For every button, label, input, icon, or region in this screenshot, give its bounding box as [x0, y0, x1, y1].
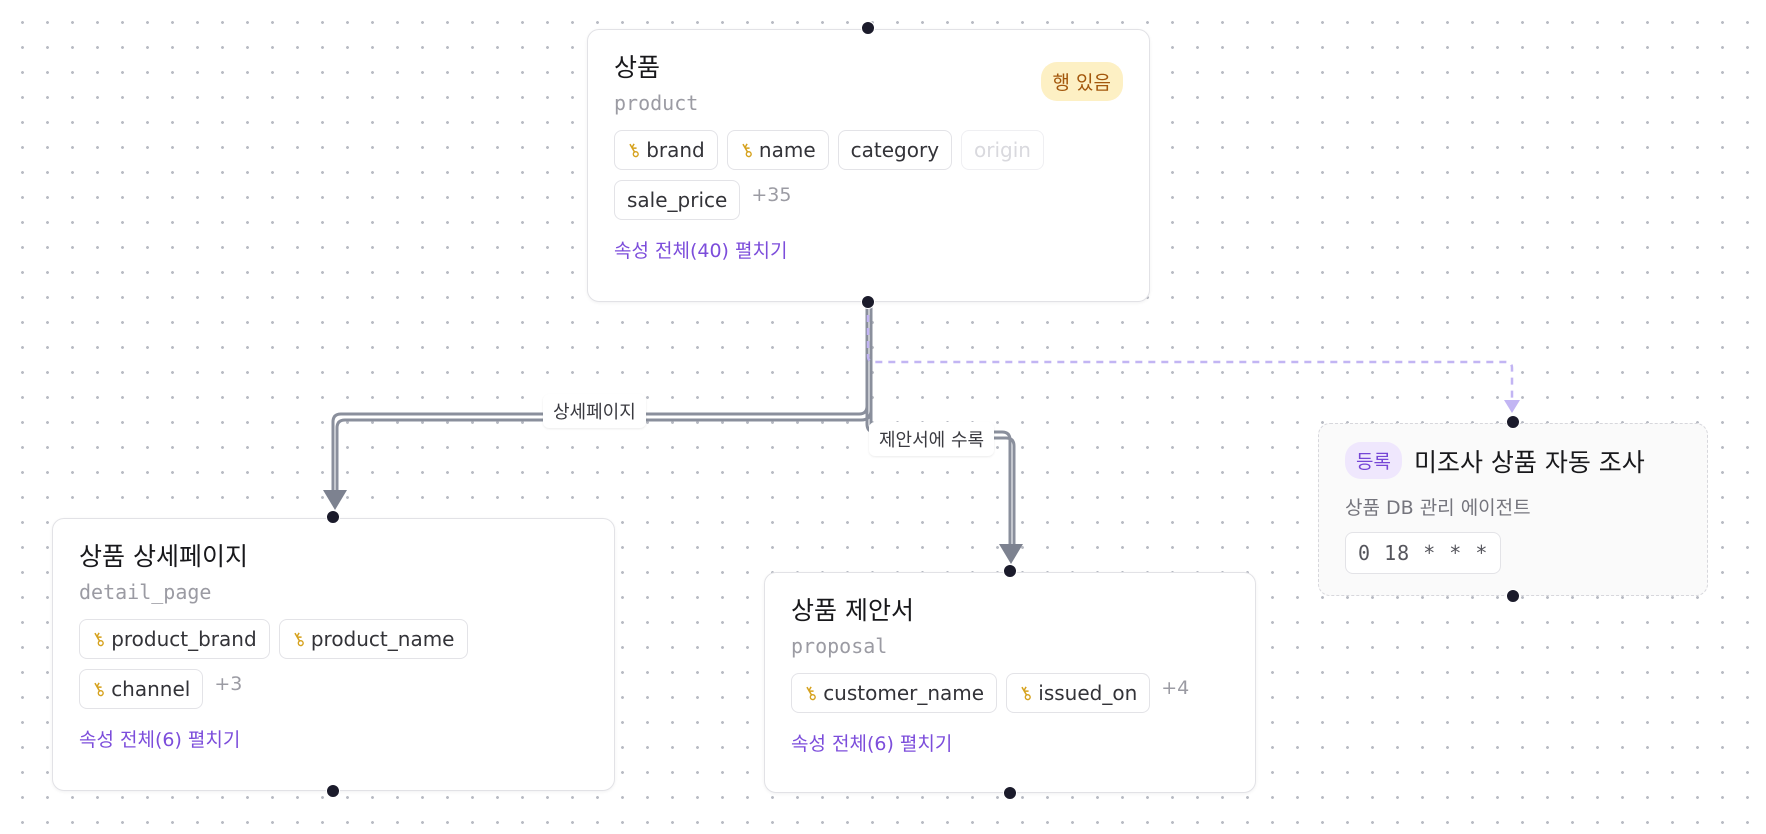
arrowhead-icon: [999, 544, 1023, 564]
edge-line-dashed: [866, 302, 1514, 402]
expand-fields-link[interactable]: 속성 전체(6) 펼치기: [79, 729, 241, 751]
node-detail-page[interactable]: 상품 상세페이지 detail_page ⚷ product_brand ⚷ p…: [52, 518, 615, 791]
node-title: 상품 제안서: [791, 596, 914, 625]
field-chip-name[interactable]: ⚷ name: [726, 130, 829, 170]
field-name: name: [758, 138, 816, 162]
key-icon: ⚷: [1014, 680, 1037, 706]
arrowhead-icon: [1504, 400, 1520, 413]
handle-proposal-target[interactable]: [1003, 564, 1017, 578]
key-icon: ⚷: [87, 626, 110, 652]
node-agent[interactable]: 등록 미조사 상품 자동 조사 상품 DB 관리 에이전트 0 18 * * *: [1318, 423, 1708, 596]
field-chip-product-brand[interactable]: ⚷ product_brand: [79, 619, 270, 659]
field-chip-sale-price[interactable]: sale_price: [614, 180, 741, 220]
field-name: brand: [646, 138, 705, 162]
agent-owner: 상품 DB 관리 에이전트: [1345, 497, 1531, 519]
key-icon: ⚷: [87, 676, 110, 702]
field-name: category: [850, 138, 940, 162]
node-table-name: product: [614, 91, 699, 115]
node-proposal[interactable]: 상품 제안서 proposal ⚷ customer_name ⚷ issued…: [764, 572, 1256, 793]
agent-title: 미조사 상품 자동 조사: [1413, 447, 1645, 477]
node-table-name: proposal: [791, 634, 888, 658]
field-chip-origin[interactable]: origin: [961, 130, 1044, 170]
field-chip-issued-on[interactable]: ⚷ issued_on: [1006, 673, 1151, 713]
node-title: 상품: [614, 53, 661, 82]
field-list: ⚷ customer_name ⚷ issued_on +4: [791, 673, 1229, 713]
field-name: product_brand: [111, 627, 257, 651]
expand-fields-link[interactable]: 속성 전체(6) 펼치기: [791, 733, 953, 755]
handle-detail-page-target[interactable]: [326, 510, 340, 524]
arrowhead-icon: [323, 490, 347, 510]
field-name: issued_on: [1038, 681, 1138, 705]
node-title: 상품 상세페이지: [79, 542, 248, 571]
handle-product-source[interactable]: [861, 295, 875, 309]
field-name: product_name: [310, 627, 455, 651]
handle-proposal-source[interactable]: [1003, 786, 1017, 800]
key-icon: ⚷: [287, 626, 310, 652]
more-fields-count: +35: [751, 184, 792, 206]
field-chip-channel[interactable]: ⚷ channel: [79, 669, 204, 709]
more-fields-count: +3: [214, 673, 243, 695]
key-icon: ⚷: [799, 680, 822, 706]
agent-header: 등록 미조사 상품 자동 조사: [1345, 442, 1681, 479]
expand-fields-link[interactable]: 속성 전체(40) 펼치기: [614, 240, 788, 262]
handle-agent-source[interactable]: [1506, 589, 1520, 603]
field-chip-brand[interactable]: ⚷ brand: [614, 130, 718, 170]
field-chip-product-name[interactable]: ⚷ product_name: [278, 619, 468, 659]
field-chip-category[interactable]: category: [837, 130, 953, 170]
edge-product-agent[interactable]: [866, 302, 1520, 413]
handle-detail-page-source[interactable]: [326, 784, 340, 798]
node-product[interactable]: 상품 product 행 있음 ⚷ brand ⚷ name category …: [587, 29, 1150, 302]
field-name: sale_price: [627, 188, 728, 212]
field-name: channel: [111, 677, 191, 701]
handle-product-target[interactable]: [861, 21, 875, 35]
handle-agent-target[interactable]: [1506, 415, 1520, 429]
node-table-name: detail_page: [79, 580, 212, 604]
field-name: customer_name: [823, 681, 985, 705]
key-icon: ⚷: [735, 137, 758, 163]
status-badge: 행 있음: [1040, 62, 1123, 101]
cron-schedule: 0 18 * * *: [1345, 532, 1502, 574]
edge-label-detail-page[interactable]: 상세페이지: [543, 394, 646, 428]
field-chip-customer-name[interactable]: ⚷ customer_name: [791, 673, 998, 713]
field-name: origin: [974, 138, 1031, 162]
register-badge: 등록: [1345, 442, 1402, 479]
key-icon: ⚷: [622, 137, 645, 163]
more-fields-count: +4: [1161, 677, 1190, 699]
field-list: ⚷ brand ⚷ name category origin sale_pric…: [614, 130, 1123, 220]
edge-label-proposal[interactable]: 제안서에 수록: [869, 422, 995, 456]
field-list: ⚷ product_brand ⚷ product_name ⚷ channel…: [79, 619, 588, 709]
